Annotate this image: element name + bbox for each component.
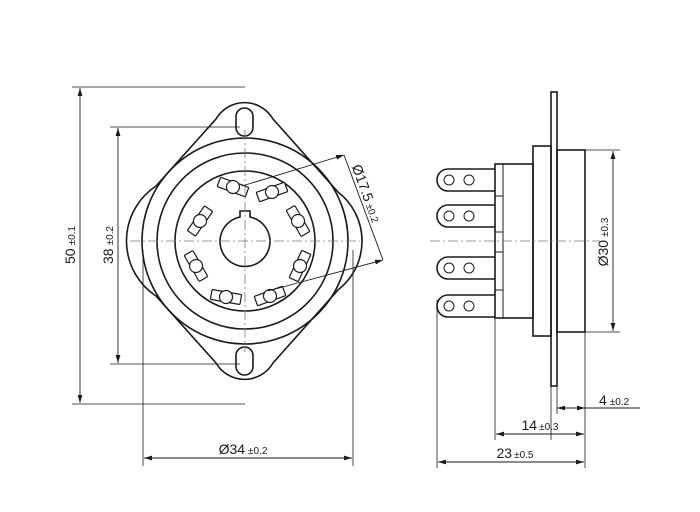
dim-label-50: 50±0.1 — [62, 226, 78, 264]
dim-label-34: Ø34±0.2 — [219, 441, 268, 457]
mounting-hole-bottom — [235, 346, 254, 376]
dim-label-23: 23±0.5 — [497, 445, 534, 461]
flange-plate — [550, 91, 558, 387]
dim-line-17-5 — [343, 154, 384, 261]
dim-leader-17-5-upper — [241, 154, 345, 187]
dim-label-14: 14±0.3 — [522, 417, 559, 433]
dim-label-38: 38±0.2 — [100, 226, 116, 264]
center-hole — [219, 210, 271, 268]
front-view: 50±0.1 38±0.2 Ø34±0.2 Ø17.5±0.2 — [62, 86, 385, 466]
solder-lug-1 — [436, 168, 495, 192]
mounting-hole-top — [235, 107, 254, 137]
pin-5 — [253, 285, 287, 307]
pin-1 — [216, 176, 250, 198]
solder-lug-4 — [436, 294, 495, 318]
dim-leader-17-5-lower — [267, 259, 384, 292]
dim-label-30: Ø30±0.3 — [595, 217, 611, 266]
pin-4 — [288, 250, 312, 282]
solder-lug-2 — [436, 204, 495, 228]
pin-2 — [255, 181, 289, 203]
flange-outline — [125, 101, 363, 381]
side-view: Ø30±0.3 4±0.2 14±0.3 23±0.5 — [430, 91, 640, 468]
dim-label-17-5: Ø17.5±0.2 — [349, 162, 385, 225]
pin-7 — [183, 250, 209, 282]
pin-6 — [209, 289, 243, 305]
solder-lug-3 — [436, 256, 495, 280]
dim-label-4: 4±0.2 — [599, 392, 630, 408]
pin-3 — [285, 205, 311, 237]
pin-8 — [187, 205, 213, 237]
